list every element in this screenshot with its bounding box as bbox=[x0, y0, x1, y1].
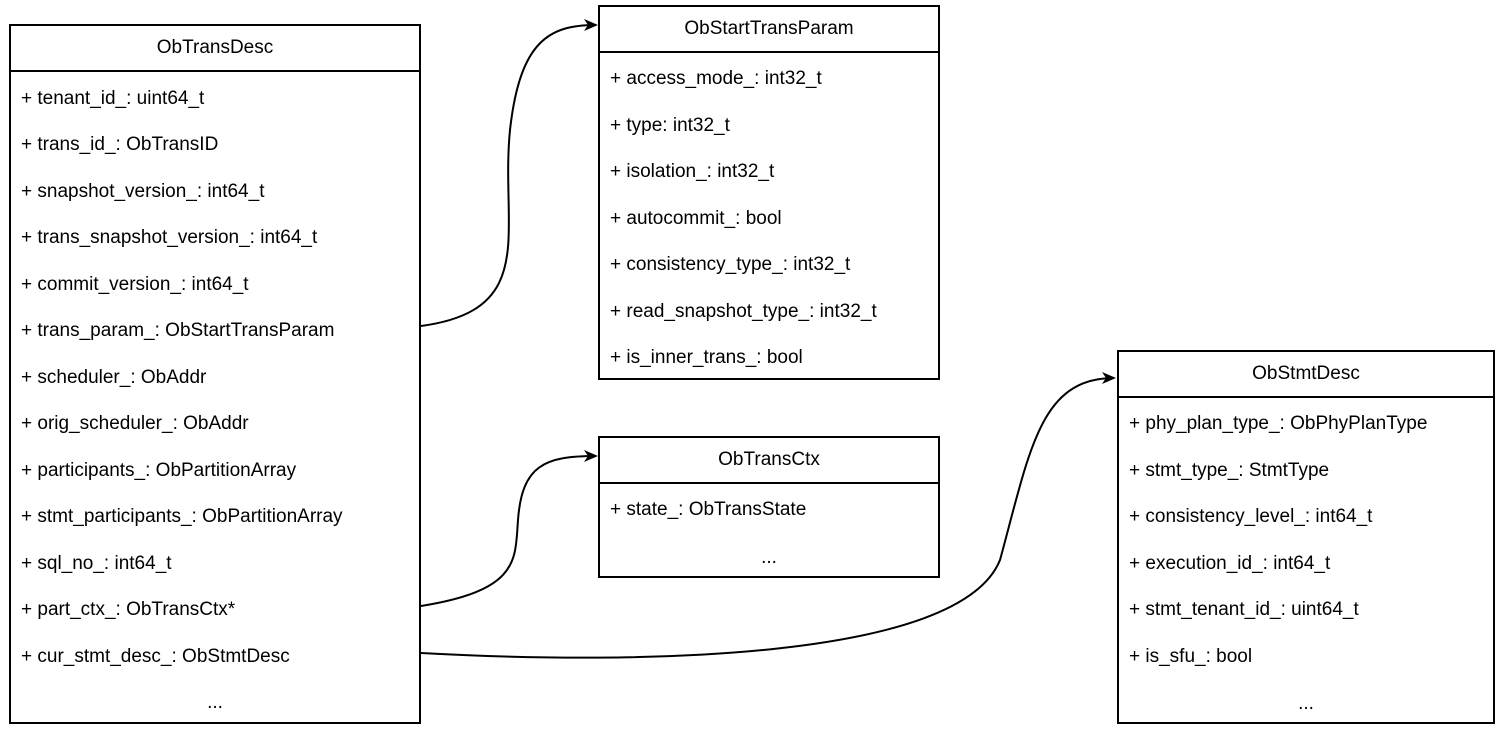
field-is-inner-trans: + is_inner_trans_: bool bbox=[610, 347, 803, 368]
field-cur-stmt-desc: + cur_stmt_desc_: ObStmtDesc bbox=[21, 646, 290, 667]
class-box-ob-trans-ctx: ObTransCtx + state_: ObTransState ... bbox=[598, 436, 940, 578]
field-read-snapshot-type: + read_snapshot_type_: int32_t bbox=[610, 301, 877, 322]
field-trans-snapshot-version: + trans_snapshot_version_: int64_t bbox=[21, 227, 318, 248]
field-trans-id: + trans_id_: ObTransID bbox=[21, 134, 219, 155]
class-title-ob-start-trans-param: ObStartTransParam bbox=[600, 7, 938, 53]
field-orig-scheduler: + orig_scheduler_: ObAddr bbox=[21, 413, 249, 434]
ellipsis-ob-trans-desc: ... bbox=[207, 692, 223, 713]
field-type: + type: int32_t bbox=[610, 115, 730, 136]
class-box-ob-trans-desc: ObTransDesc + tenant_id_: uint64_t + tra… bbox=[9, 24, 421, 724]
arrow-part-ctx-to-trans-ctx bbox=[420, 450, 598, 607]
field-scheduler: + scheduler_: ObAddr bbox=[21, 367, 207, 388]
field-is-sfu: + is_sfu_: bool bbox=[1129, 646, 1253, 667]
field-phy-plan-type: + phy_plan_type_: ObPhyPlanType bbox=[1129, 413, 1428, 434]
class-title-ob-trans-desc: ObTransDesc bbox=[11, 26, 419, 72]
field-sql-no: + sql_no_: int64_t bbox=[21, 553, 172, 574]
field-snapshot-version: + snapshot_version_: int64_t bbox=[21, 181, 265, 202]
field-execution-id: + execution_id_: int64_t bbox=[1129, 553, 1331, 574]
field-trans-param: + trans_param_: ObStartTransParam bbox=[21, 320, 335, 341]
field-commit-version: + commit_version_: int64_t bbox=[21, 274, 249, 295]
field-consistency-level: + consistency_level_: int64_t bbox=[1129, 506, 1373, 527]
field-access-mode: + access_mode_: int32_t bbox=[610, 68, 822, 89]
field-state: + state_: ObTransState bbox=[610, 499, 807, 520]
field-tenant-id: + tenant_id_: uint64_t bbox=[21, 88, 205, 109]
field-consistency-type: + consistency_type_: int32_t bbox=[610, 254, 851, 275]
ellipsis-ob-stmt-desc: ... bbox=[1298, 693, 1314, 714]
class-title-ob-trans-ctx: ObTransCtx bbox=[600, 438, 938, 484]
field-stmt-type: + stmt_type_: StmtType bbox=[1129, 460, 1330, 481]
class-title-ob-stmt-desc: ObStmtDesc bbox=[1119, 352, 1493, 398]
class-box-ob-start-trans-param: ObStartTransParam + access_mode_: int32_… bbox=[598, 5, 940, 380]
field-stmt-tenant-id: + stmt_tenant_id_: uint64_t bbox=[1129, 599, 1359, 620]
ellipsis-ob-trans-ctx: ... bbox=[761, 547, 777, 568]
field-participants: + participants_: ObPartitionArray bbox=[21, 460, 297, 481]
field-autocommit: + autocommit_: bool bbox=[610, 208, 782, 229]
field-stmt-participants: + stmt_participants_: ObPartitionArray bbox=[21, 506, 343, 527]
field-isolation: + isolation_: int32_t bbox=[610, 161, 775, 182]
arrow-trans-param-to-start-trans-param bbox=[420, 19, 598, 327]
class-box-ob-stmt-desc: ObStmtDesc + phy_plan_type_: ObPhyPlanTy… bbox=[1117, 350, 1495, 724]
field-part-ctx: + part_ctx_: ObTransCtx* bbox=[21, 599, 236, 620]
